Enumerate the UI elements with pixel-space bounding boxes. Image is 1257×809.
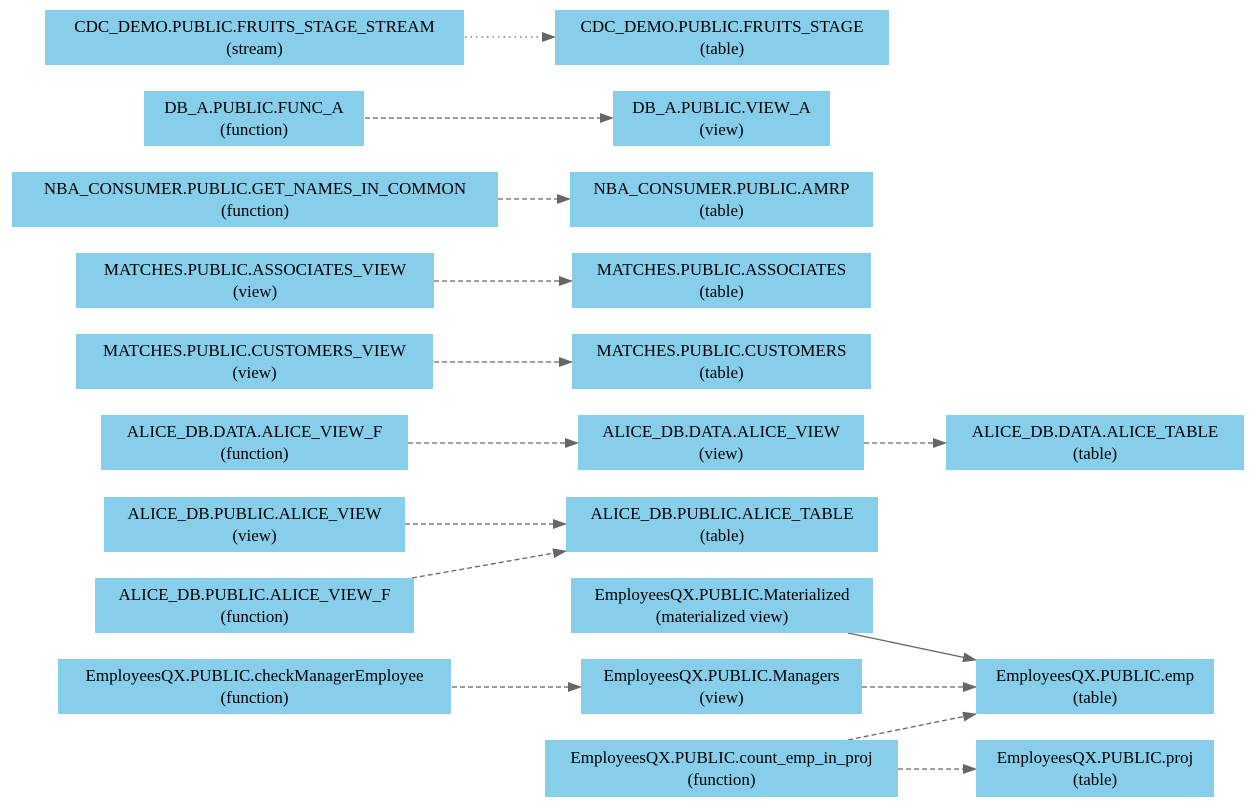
node-emp-managers[interactable]: EmployeesQX.PUBLIC.Managers(view) <box>581 659 862 714</box>
node-name: ALICE_DB.DATA.ALICE_TABLE <box>971 421 1219 441</box>
node-emp-count[interactable]: EmployeesQX.PUBLIC.count_emp_in_proj(fun… <box>545 740 898 797</box>
node-emp-check[interactable]: EmployeesQX.PUBLIC.checkManagerEmployee(… <box>58 659 451 714</box>
node-kind: (stream) <box>226 38 283 58</box>
node-emp-proj[interactable]: EmployeesQX.PUBLIC.proj(table) <box>976 740 1214 797</box>
node-name: DB_A.PUBLIC.VIEW_A <box>632 97 811 117</box>
node-func-a[interactable]: DB_A.PUBLIC.FUNC_A(function) <box>144 91 364 146</box>
node-emp-mat[interactable]: EmployeesQX.PUBLIC.Materialized(material… <box>571 578 873 633</box>
node-kind: (function) <box>220 443 289 463</box>
node-kind: (materialized view) <box>655 606 789 626</box>
node-assoc[interactable]: MATCHES.PUBLIC.ASSOCIATES(table) <box>572 253 871 308</box>
node-kind: (function) <box>220 687 289 707</box>
node-name: DB_A.PUBLIC.FUNC_A <box>164 97 344 117</box>
edge-emp-mat-to-emp-emp <box>847 632 977 663</box>
node-name: ALICE_DB.DATA.ALICE_VIEW <box>602 421 840 441</box>
node-kind: (table) <box>1072 769 1118 789</box>
node-kind: (function) <box>220 119 288 139</box>
node-kind: (function) <box>221 200 289 220</box>
node-name: EmployeesQX.PUBLIC.Materialized <box>594 584 850 604</box>
edge-alice-pub-view-f-to-alice-pub-table <box>411 548 567 579</box>
node-kind: (table) <box>699 281 744 301</box>
node-kind: (table) <box>699 362 744 382</box>
node-name: MATCHES.PUBLIC.CUSTOMERS_VIEW <box>103 340 406 360</box>
node-kind: (view) <box>699 119 744 139</box>
node-alice-pub-table[interactable]: ALICE_DB.PUBLIC.ALICE_TABLE(table) <box>566 497 878 552</box>
edge-emp-count-to-emp-emp <box>847 711 977 741</box>
node-name: EmployeesQX.PUBLIC.checkManagerEmployee <box>85 665 424 685</box>
node-name: MATCHES.PUBLIC.ASSOCIATES <box>596 259 847 279</box>
node-kind: (view) <box>698 443 744 463</box>
node-name: ALICE_DB.PUBLIC.ALICE_VIEW_F <box>118 584 391 604</box>
node-alice-data-view[interactable]: ALICE_DB.DATA.ALICE_VIEW(view) <box>578 415 864 470</box>
node-kind: (table) <box>699 525 745 545</box>
node-nba-func[interactable]: NBA_CONSUMER.PUBLIC.GET_NAMES_IN_COMMON(… <box>12 172 498 227</box>
node-fruits-stage[interactable]: CDC_DEMO.PUBLIC.FRUITS_STAGE(table) <box>555 10 889 65</box>
node-name: NBA_CONSUMER.PUBLIC.GET_NAMES_IN_COMMON <box>43 178 467 198</box>
node-name: ALICE_DB.DATA.ALICE_VIEW_F <box>126 421 383 441</box>
node-kind: (view) <box>232 281 278 301</box>
node-assoc-view[interactable]: MATCHES.PUBLIC.ASSOCIATES_VIEW(view) <box>76 253 434 308</box>
node-name: MATCHES.PUBLIC.ASSOCIATES_VIEW <box>103 259 407 279</box>
node-emp-emp[interactable]: EmployeesQX.PUBLIC.emp(table) <box>976 659 1214 714</box>
node-name: EmployeesQX.PUBLIC.proj <box>996 747 1194 767</box>
node-name: NBA_CONSUMER.PUBLIC.AMRP <box>593 178 850 198</box>
node-kind: (view) <box>699 687 744 707</box>
node-kind: (table) <box>699 200 744 220</box>
node-alice-data-table[interactable]: ALICE_DB.DATA.ALICE_TABLE(table) <box>946 415 1244 470</box>
node-fruits-stream[interactable]: CDC_DEMO.PUBLIC.FRUITS_STAGE_STREAM(stre… <box>45 10 464 65</box>
node-alice-data-view-f[interactable]: ALICE_DB.DATA.ALICE_VIEW_F(function) <box>101 415 408 470</box>
node-view-a[interactable]: DB_A.PUBLIC.VIEW_A(view) <box>613 91 830 146</box>
node-name: EmployeesQX.PUBLIC.count_emp_in_proj <box>570 747 873 767</box>
node-name: CDC_DEMO.PUBLIC.FRUITS_STAGE <box>580 16 864 36</box>
node-cust[interactable]: MATCHES.PUBLIC.CUSTOMERS(table) <box>572 334 871 389</box>
node-kind: (table) <box>1072 443 1118 463</box>
node-name: MATCHES.PUBLIC.CUSTOMERS <box>596 340 847 360</box>
node-alice-pub-view[interactable]: ALICE_DB.PUBLIC.ALICE_VIEW(view) <box>104 497 405 552</box>
node-kind: (function) <box>220 606 289 626</box>
node-alice-pub-view-f[interactable]: ALICE_DB.PUBLIC.ALICE_VIEW_F(function) <box>95 578 414 633</box>
node-name: EmployeesQX.PUBLIC.Managers <box>603 665 840 685</box>
node-name: ALICE_DB.PUBLIC.ALICE_TABLE <box>590 503 854 523</box>
node-name: EmployeesQX.PUBLIC.emp <box>995 665 1195 685</box>
node-kind: (view) <box>232 525 277 545</box>
node-kind: (view) <box>232 362 277 382</box>
node-kind: (table) <box>699 38 745 58</box>
node-name: ALICE_DB.PUBLIC.ALICE_VIEW <box>127 503 382 523</box>
node-kind: (function) <box>687 769 756 789</box>
node-cust-view[interactable]: MATCHES.PUBLIC.CUSTOMERS_VIEW(view) <box>76 334 433 389</box>
node-name: CDC_DEMO.PUBLIC.FRUITS_STAGE_STREAM <box>74 16 435 36</box>
node-kind: (table) <box>1072 687 1118 707</box>
node-nba-amrp[interactable]: NBA_CONSUMER.PUBLIC.AMRP(table) <box>570 172 873 227</box>
